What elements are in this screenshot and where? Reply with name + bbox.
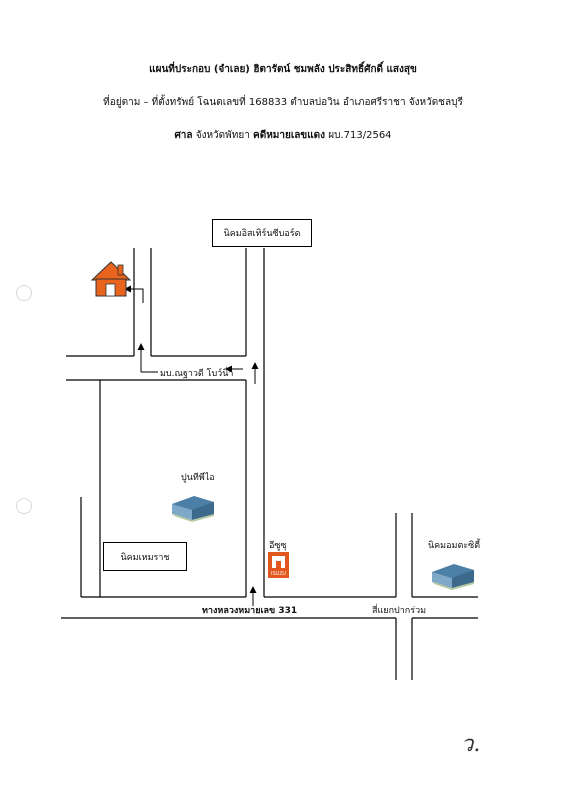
punch-hole-bottom [16, 498, 32, 514]
doc-address: ที่อยู่ตาม – ที่ตั้งทรัพย์ โฉนดเลขที่ 16… [103, 97, 463, 108]
isuzu-logo-text: ISUZU [271, 571, 286, 577]
punch-hole-top [16, 285, 32, 301]
house-icon [90, 261, 132, 297]
case-number: ผบ.713/2564 [328, 130, 392, 141]
label-hemaraj-estate: นิคมเหมราช [103, 542, 187, 571]
court-label: ศาล [174, 130, 193, 141]
direction-arrow-to-house [124, 285, 144, 303]
label-pti-cement: ปูนทีพีไอ [181, 473, 215, 483]
label-isuzu: อีซูซุ [269, 541, 287, 551]
label-village: มบ.ณฐาวดี โบว์นิ่า [160, 369, 234, 379]
doc-title: แผนที่ประกอบ (จำเลย) ฮิตารัตน์ ชมพลัง ปร… [149, 64, 417, 75]
handwritten-signature: ว. [461, 732, 481, 757]
court-name: จังหวัดพัทยา [195, 130, 250, 141]
label-eastern-seaboard-estate: นิคมอิสเทิร์นซีบอร์ด [212, 219, 312, 247]
label-highway-331: ทางหลวงหมายเลข 331 [202, 606, 298, 616]
label-pak-ruam-intersection: สี่แยกปากร่วม [372, 606, 427, 616]
case-label: คดีหมายเลขแดง [253, 130, 326, 141]
pti-building-icon [172, 496, 214, 522]
isuzu-logo-icon: ISUZU [268, 552, 289, 578]
amata-building-icon [432, 564, 474, 590]
label-amata-city: นิคมอมตะซิตี้ [428, 541, 481, 551]
doc-case-line: ศาล จังหวัดพัทยา คดีหมายเลขแดง ผบ.713/25… [0, 128, 566, 143]
